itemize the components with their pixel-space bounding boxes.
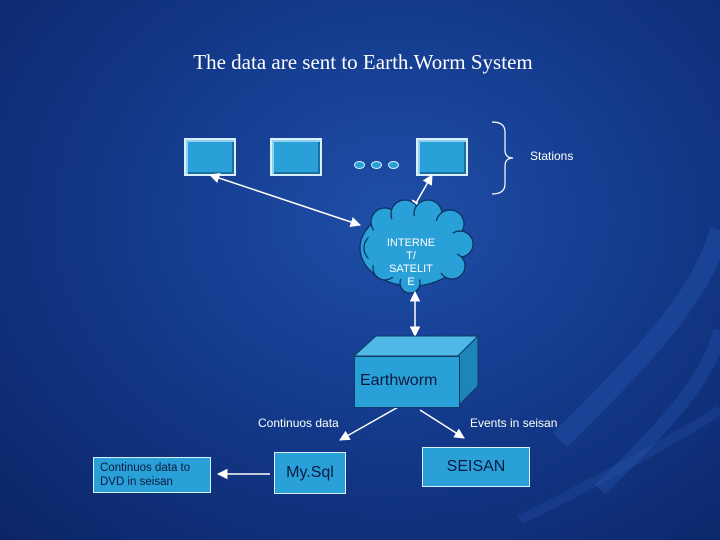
dvd-label: Continuos data to DVD in seisan [100, 462, 191, 488]
earthworm-label: Earthworm [360, 372, 438, 389]
mysql-box: My.Sql [274, 452, 346, 494]
events-label: Events in seisan [470, 416, 558, 430]
earthworm-box [354, 356, 460, 408]
ellipsis-dot-1 [354, 161, 365, 169]
continuous-data-label: Continuos data [258, 416, 339, 430]
arrow-station1-cloud [209, 173, 361, 227]
stations-label: Stations [530, 149, 574, 163]
slide-title: The data are sent to Earth.Worm System [193, 50, 533, 74]
seisan-label: SEISAN [446, 458, 506, 475]
cloud-label: INTERNE T/ SATELIT E [386, 237, 436, 288]
station-box-3 [416, 138, 468, 176]
earthworm-box-top [352, 335, 480, 357]
stations-brace [491, 121, 514, 195]
mysql-label: My.Sql [286, 464, 334, 481]
ellipsis-dot-2 [371, 161, 382, 169]
dvd-box: Continuos data to DVD in seisan [93, 457, 211, 493]
ellipsis-dot-3 [388, 161, 399, 169]
seisan-box: SEISAN [422, 447, 530, 487]
station-box-2 [270, 138, 322, 176]
arrow-earthworm-seisan [419, 409, 465, 439]
arrow-earthworm-mysql [339, 405, 401, 441]
